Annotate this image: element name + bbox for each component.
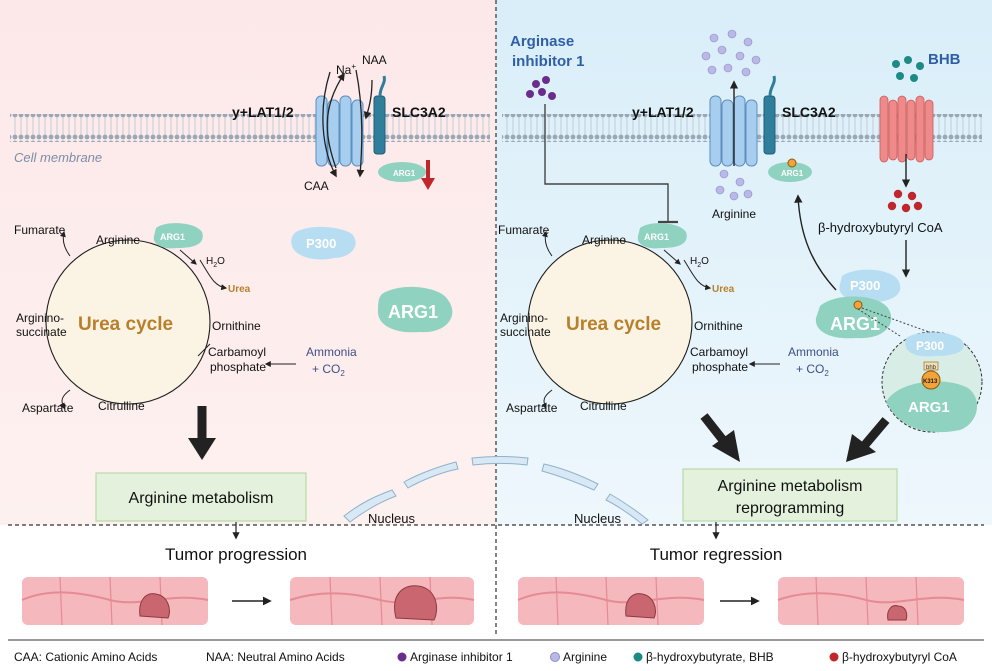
svg-text:ARG1: ARG1 <box>830 314 880 334</box>
svg-text:Carbamoyl: Carbamoyl <box>690 345 748 359</box>
right-urea-cycle: Urea cycle Fumarate Arginine Arginino- s… <box>498 223 839 415</box>
left-tissue-after <box>289 576 475 626</box>
right-metabolism-label-2: reprogramming <box>736 500 844 517</box>
svg-text:Citrulline: Citrulline <box>580 399 627 413</box>
svg-text:Arginino-: Arginino- <box>500 311 548 325</box>
right-nucleus-label: Nucleus <box>574 511 621 526</box>
right-urea-cycle-title: Urea cycle <box>566 314 661 335</box>
legend-naa: NAA: Neutral Amino Acids <box>206 650 345 664</box>
svg-text:Ornithine: Ornithine <box>694 319 743 333</box>
svg-text:Aspartate: Aspartate <box>506 401 558 415</box>
svg-text:succinate: succinate <box>16 325 67 339</box>
left-transporter: ARG1 <box>315 69 435 190</box>
svg-text:ARG1: ARG1 <box>160 232 185 242</box>
svg-text:ARG1: ARG1 <box>644 232 669 242</box>
left-metabolism-box <box>95 472 307 522</box>
right-arg1-cycle: ARG1 <box>637 223 687 249</box>
left-arg1-cycle: ARG1 <box>153 223 203 249</box>
svg-text:phosphate: phosphate <box>210 360 266 374</box>
inhibitor-label-1: Arginase <box>510 33 574 50</box>
left-arg1-large: ARG1 <box>378 286 453 333</box>
right-transporter-label: y+LAT1/2 <box>632 104 694 120</box>
right-metabolism-box <box>682 468 898 522</box>
bhb-coa-label: β-hydroxybutyryl CoA <box>818 220 943 235</box>
legend-inhibitor: Arginase inhibitor 1 <box>410 650 513 664</box>
na-label: Na+ <box>336 62 356 77</box>
bhb-dots <box>892 56 924 82</box>
svg-text:Aspartate: Aspartate <box>22 401 74 415</box>
svg-text:H2O: H2O <box>690 256 709 269</box>
svg-text:Ammonia: Ammonia <box>306 345 357 359</box>
right-slc-label: SLC3A2 <box>782 104 836 120</box>
left-nucleus-label: Nucleus <box>368 511 415 526</box>
inhibitor-dots <box>526 76 556 100</box>
legend-coa: β-hydroxybutyryl CoA <box>842 650 957 664</box>
svg-text:Arginino-: Arginino- <box>16 311 64 325</box>
right-metabolism-label-1: Arginine metabolism <box>718 478 863 495</box>
svg-text:Citrulline: Citrulline <box>98 399 145 413</box>
svg-text:ARG1: ARG1 <box>388 302 438 322</box>
right-tissue-after <box>777 576 965 626</box>
svg-text:K313: K313 <box>923 379 938 385</box>
nucleus-envelope <box>343 456 649 525</box>
naa-label: NAA <box>362 53 387 67</box>
arginine-dots-bottom <box>715 169 753 201</box>
left-slc-label: SLC3A2 <box>392 104 446 120</box>
left-p300: P300 <box>291 226 356 260</box>
svg-text:ARG1: ARG1 <box>908 399 950 416</box>
svg-text:Urea: Urea <box>712 284 735 295</box>
svg-text:P300: P300 <box>850 278 880 293</box>
left-tissue-before <box>21 576 209 626</box>
inhibition-line <box>544 104 669 222</box>
svg-text:ARG1: ARG1 <box>781 169 804 178</box>
right-tissue-before <box>517 576 705 626</box>
arginine-dots-top <box>701 29 761 77</box>
svg-text:H2O: H2O <box>206 256 225 269</box>
legend: CAA: Cationic Amino Acids NAA: Neutral A… <box>14 650 957 664</box>
svg-text:+ CO2: + CO2 <box>796 362 829 378</box>
left-outcome-label: Tumor progression <box>165 545 307 564</box>
right-transporter: ARG1 <box>709 75 812 182</box>
svg-text:Ammonia: Ammonia <box>788 345 839 359</box>
left-transporter-label: y+LAT1/2 <box>232 104 294 120</box>
svg-text:Arginine: Arginine <box>96 233 140 247</box>
left-urea-cycle: Urea cycle Fumarate Arginine Arginino- s… <box>14 223 357 415</box>
left-urea-cycle-title: Urea cycle <box>78 314 173 335</box>
zoom-inset: P300 ARG1 bhb K313 <box>881 331 983 433</box>
svg-text:succinate: succinate <box>500 325 551 339</box>
left-arg1-membrane <box>378 162 426 182</box>
bhb-label: BHB <box>928 51 961 68</box>
legend-caa: CAA: Cationic Amino Acids <box>14 650 157 664</box>
coa-dots <box>887 189 923 213</box>
svg-text:Urea: Urea <box>228 284 251 295</box>
svg-text:Fumarate: Fumarate <box>14 223 66 237</box>
caa-label: CAA <box>304 179 329 193</box>
svg-text:Fumarate: Fumarate <box>498 223 550 237</box>
svg-text:ARG1: ARG1 <box>393 169 416 178</box>
svg-text:phosphate: phosphate <box>692 360 748 374</box>
p300-arg1-complex: P300 ARG1 <box>815 269 901 339</box>
svg-text:P300: P300 <box>306 236 336 251</box>
svg-text:Ornithine: Ornithine <box>212 319 261 333</box>
svg-text:P300: P300 <box>916 339 944 353</box>
bhb-receptor <box>879 95 934 163</box>
svg-text:Carbamoyl: Carbamoyl <box>208 345 266 359</box>
left-cell-membrane <box>10 114 490 142</box>
svg-text:+ CO2: + CO2 <box>312 362 345 378</box>
cell-membrane-label: Cell membrane <box>14 150 102 165</box>
left-metabolism-label: Arginine metabolism <box>129 490 274 507</box>
svg-text:bhb: bhb <box>926 365 937 371</box>
arginine-label: Arginine <box>712 207 756 221</box>
legend-bhb: β-hydroxybutyrate, BHB <box>646 650 774 664</box>
right-outcome-label: Tumor regression <box>650 545 783 564</box>
inhibitor-label-2: inhibitor 1 <box>512 53 585 70</box>
legend-arginine: Arginine <box>563 650 607 664</box>
svg-text:Arginine: Arginine <box>582 233 626 247</box>
